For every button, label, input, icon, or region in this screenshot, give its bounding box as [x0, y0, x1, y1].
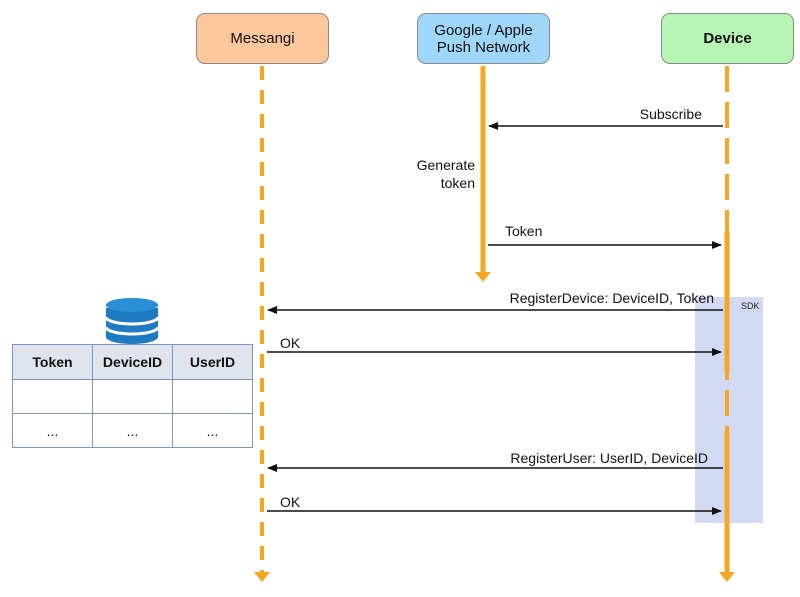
table-cell: ...	[92, 413, 173, 448]
table-header-row: Token DeviceID UserID	[12, 344, 253, 380]
push-network-lifeline	[475, 66, 491, 282]
label-subscribe: Subscribe	[639, 106, 702, 122]
actor-push-network-label: Google / Apple Push Network	[434, 21, 533, 56]
column-header-token: Token	[12, 344, 93, 380]
messangi-lifeline	[254, 66, 270, 582]
column-header-user-id: UserID	[172, 344, 253, 380]
table-cell	[92, 379, 173, 414]
table-cell: ...	[172, 413, 253, 448]
table-cell: ...	[12, 413, 93, 448]
table-row: ... ... ...	[12, 413, 253, 448]
actor-device: Device	[661, 13, 794, 64]
label-generate-token: Generate token	[416, 157, 475, 191]
label-register-user: RegisterUser: UserID, DeviceID	[510, 450, 708, 466]
device-lifeline	[719, 66, 735, 582]
label-ok-2: OK	[280, 494, 301, 510]
table-cell	[172, 379, 253, 414]
actor-messangi: Messangi	[196, 13, 329, 64]
sdk-label: SDK	[741, 301, 760, 311]
label-token: Token	[505, 223, 543, 239]
database-icon	[104, 298, 160, 344]
table-row	[12, 379, 253, 414]
actor-device-label: Device	[703, 30, 752, 47]
label-ok-1: OK	[280, 335, 301, 351]
column-header-device-id: DeviceID	[92, 344, 173, 380]
label-register-device: RegisterDevice: DeviceID, Token	[509, 290, 714, 306]
table-cell	[12, 379, 93, 414]
actor-push-network: Google / Apple Push Network	[417, 13, 550, 64]
database-table: Token DeviceID UserID ... ... ...	[12, 344, 253, 448]
actor-messangi-label: Messangi	[230, 30, 295, 47]
